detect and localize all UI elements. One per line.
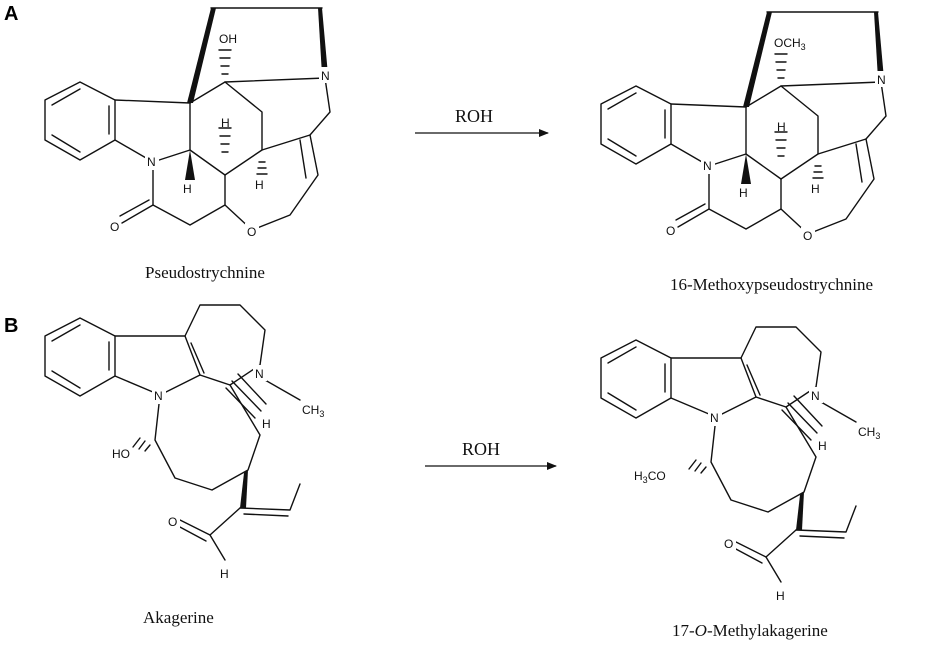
methylakagerine-structure: N N CH3 H H3CO O H <box>600 326 880 603</box>
atom-label: O <box>666 224 675 238</box>
atom-label: N <box>255 367 264 381</box>
product-name-methoxypseudostrychnine: 16-Methoxypseudostrychnine <box>670 275 873 294</box>
atom-label: N <box>321 69 330 83</box>
atom-label: O <box>168 515 177 529</box>
panel-a-letter: A <box>4 3 18 25</box>
atom-label: N <box>147 155 156 169</box>
atom-label: H <box>255 178 264 192</box>
product-name-methylakagerine: 17-O-Methylakagerine <box>672 621 828 640</box>
atom-label: H <box>777 120 786 134</box>
atom-label: H <box>220 567 229 581</box>
atom-label: N <box>811 389 820 403</box>
atom-label: O <box>110 220 119 234</box>
atom-label: N <box>710 411 719 425</box>
atom-label: N <box>877 73 886 87</box>
atom-label: H <box>811 182 820 196</box>
atom-label: HO <box>112 447 130 461</box>
reactant-name-akagerine: Akagerine <box>143 608 214 627</box>
atom-label: O <box>247 225 256 239</box>
atom-label: H <box>183 182 192 196</box>
panel-b-letter: B <box>4 315 18 337</box>
atom-label: CH3 <box>858 425 880 441</box>
reagent-label-b: ROH <box>462 439 500 459</box>
atom-label: CH3 <box>302 403 324 419</box>
atom-label: H <box>776 589 785 603</box>
atom-label: O <box>803 229 812 243</box>
atom-label: OCH3 <box>774 36 806 52</box>
atom-label: N <box>154 389 163 403</box>
atom-label: H3CO <box>634 469 666 485</box>
reactant-name-pseudostrychnine: Pseudostrychnine <box>145 263 265 282</box>
atom-label: H <box>739 186 748 200</box>
reagent-label-a: ROH <box>455 106 493 126</box>
pseudostrychnine-structure: OH N N H H H O O <box>44 7 333 239</box>
atom-label: N <box>703 159 712 173</box>
atom-label: OH <box>219 32 237 46</box>
akagerine-structure: N N CH3 H HO O H <box>44 304 324 581</box>
atom-label: H <box>262 417 271 431</box>
atom-label: H <box>221 116 230 130</box>
atom-label: H <box>818 439 827 453</box>
atom-label: O <box>724 537 733 551</box>
methoxypseudostrychnine-structure: OCH3 N N H H H O O <box>600 11 889 243</box>
